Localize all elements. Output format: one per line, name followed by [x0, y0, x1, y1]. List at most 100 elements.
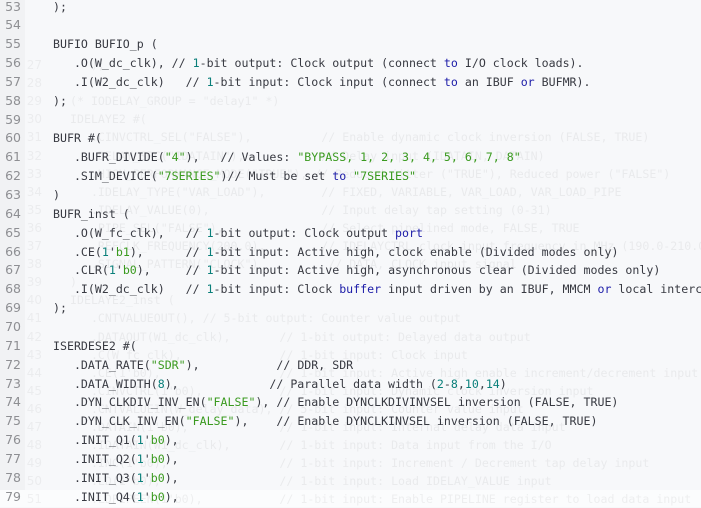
code-line[interactable]: 67 .CLR(1'b0), // 1-bit input: Active hi… [0, 261, 701, 280]
code-line[interactable]: 73 .DATA_WIDTH(8), // Parallel data widt… [0, 375, 701, 394]
code-line[interactable]: 54 [0, 16, 701, 35]
code-line[interactable]: 77 .INIT_Q2(1'b0), [0, 450, 701, 469]
code-text: .DATA_WIDTH(8), // Parallel data width (… [53, 375, 507, 394]
code-token: ' [143, 451, 151, 466]
keyword-token: port [395, 225, 423, 240]
string-token: b0 [122, 263, 137, 278]
line-number: 68 [5, 281, 21, 297]
keyword-token: buffer [339, 282, 382, 297]
code-token: .O(W_dc_clk), // [53, 56, 193, 71]
keyword-token: to [443, 56, 458, 71]
number-token: 1 [136, 433, 144, 448]
code-token: ' [108, 244, 116, 259]
code-text: ) [53, 186, 60, 205]
code-text: .O(W_dc_clk), // 1-bit output: Clock out… [53, 54, 584, 73]
code-token: .DATA_RATE( [53, 357, 151, 372]
code-token: -bit output: Clock output (connect [199, 56, 444, 71]
number-token: 1 [192, 56, 200, 71]
code-text: .DYN_CLK_INV_EN("FALSE"), // Enable DYNC… [53, 412, 598, 431]
code-text: ); [53, 0, 67, 16]
string-token: b1 [115, 244, 130, 259]
code-token: -bit input: Clock [213, 282, 340, 297]
code-line[interactable]: 74 .DYN_CLKDIV_INV_EN("FALSE"), // Enabl… [0, 393, 701, 412]
line-number: 56 [5, 55, 21, 71]
line-number: 61 [5, 149, 21, 165]
code-token: ' [143, 470, 151, 485]
line-number: 76 [5, 432, 21, 448]
line-number: 54 [5, 17, 21, 33]
code-line[interactable]: 60 BUFR #( [0, 129, 701, 148]
code-token: BUFR #( [53, 131, 102, 146]
number-token: 1 [206, 244, 214, 259]
line-number: 57 [5, 73, 21, 89]
code-token: .INIT_Q3( [53, 470, 137, 485]
code-token: ' [143, 489, 151, 504]
code-token: ) [499, 376, 507, 391]
code-token: ISERDESE2 #( [53, 338, 137, 353]
code-line[interactable]: 55 BUFIO BUFIO_p ( [0, 35, 701, 54]
number-token: 10 [464, 376, 479, 391]
code-token: .I(W2_dc_clk) // [53, 74, 207, 89]
code-token: -bit input: Active high, clock enable (D… [213, 244, 619, 259]
code-token: ), [164, 489, 179, 504]
code-line[interactable]: 65 .O(W_fc_clk), // 1-bit output: Clock … [0, 224, 701, 243]
code-token: .CE( [53, 244, 102, 259]
code-text: BUFIO BUFIO_p ( [53, 35, 158, 54]
code-line[interactable]: 57 .I(W2_dc_clk) // 1-bit input: Clock i… [0, 73, 701, 92]
line-number: 69 [5, 300, 21, 316]
code-token: .INIT_Q2( [53, 451, 137, 466]
code-line[interactable]: 79 .INIT_Q4(1'b0), [0, 488, 701, 507]
code-line[interactable]: 75 .DYN_CLK_INV_EN("FALSE"), // Enable D… [0, 412, 701, 431]
code-token: .INIT_Q4( [53, 489, 137, 504]
code-token: ' [143, 433, 151, 448]
line-number: 63 [5, 187, 21, 202]
code-token: I/O clock loads). [457, 56, 584, 71]
code-token: ), // Enable DYNCLKDIVINVSEL inversion (… [255, 395, 619, 410]
code-token: BUFIO BUFIO_p ( [53, 37, 158, 52]
number-token: 1 [108, 263, 116, 278]
code-line[interactable]: 63) [0, 186, 701, 205]
code-token: ) [53, 188, 60, 202]
code-line[interactable]: 70 [0, 318, 701, 337]
code-line[interactable]: 61 .BUFR_DIVIDE("4"), // Values: "BYPASS… [0, 148, 701, 167]
code-token: .DYN_CLKDIV_INV_EN( [53, 395, 207, 410]
line-number: 62 [5, 168, 21, 184]
code-token: local interco [611, 282, 701, 297]
code-line[interactable]: 56 .O(W_dc_clk), // 1-bit output: Clock … [0, 54, 701, 73]
code-line[interactable]: 66 .CE(1'b1), // 1-bit input: Active hig… [0, 243, 701, 262]
code-token: ); [53, 301, 67, 316]
code-line[interactable]: 62 .SIM_DEVICE("7SERIES")// Must be set … [0, 167, 701, 186]
code-line[interactable]: 53); [0, 0, 701, 16]
code-line[interactable]: 76 .INIT_Q1(1'b0), [0, 431, 701, 450]
code-line[interactable]: 68 .I(W2_dc_clk) // 1-bit input: Clock b… [0, 280, 701, 299]
code-token: .DATA_WIDTH( [53, 376, 158, 391]
code-line[interactable]: 78 .INIT_Q3(1'b0), [0, 469, 701, 488]
code-token: BUFR_inst ( [53, 206, 130, 221]
code-line[interactable]: 72 .DATA_RATE("SDR"), // DDR, SDR [0, 356, 701, 375]
keyword-token: or [597, 282, 612, 297]
code-line[interactable]: 59 [0, 111, 701, 130]
keyword-token: or [520, 74, 535, 89]
line-number: 72 [5, 356, 21, 372]
line-number: 55 [5, 36, 21, 52]
line-number: 75 [5, 413, 21, 429]
string-token: b0 [150, 433, 165, 448]
code-token: ), // DDR, SDR [185, 357, 354, 372]
number-token: 1 [136, 470, 144, 485]
number-token: 1 [136, 451, 144, 466]
code-text: .I(W2_dc_clk) // 1-bit input: Clock inpu… [53, 73, 591, 92]
code-text: .BUFR_DIVIDE("4"), // Values: "BYPASS, 1… [53, 148, 521, 167]
line-number: 59 [5, 111, 21, 127]
code-token: -bit output: Clock output [213, 225, 396, 240]
code-line[interactable]: 58); [0, 92, 701, 111]
line-number: 60 [5, 130, 21, 146]
code-token: ); [53, 0, 67, 14]
code-line[interactable]: 69); [0, 299, 701, 318]
line-number: 77 [5, 450, 21, 466]
code-text: .DYN_CLKDIV_INV_EN("FALSE"), // Enable D… [53, 393, 618, 412]
code-token: .CLR( [53, 263, 109, 278]
string-token: b0 [150, 489, 165, 504]
